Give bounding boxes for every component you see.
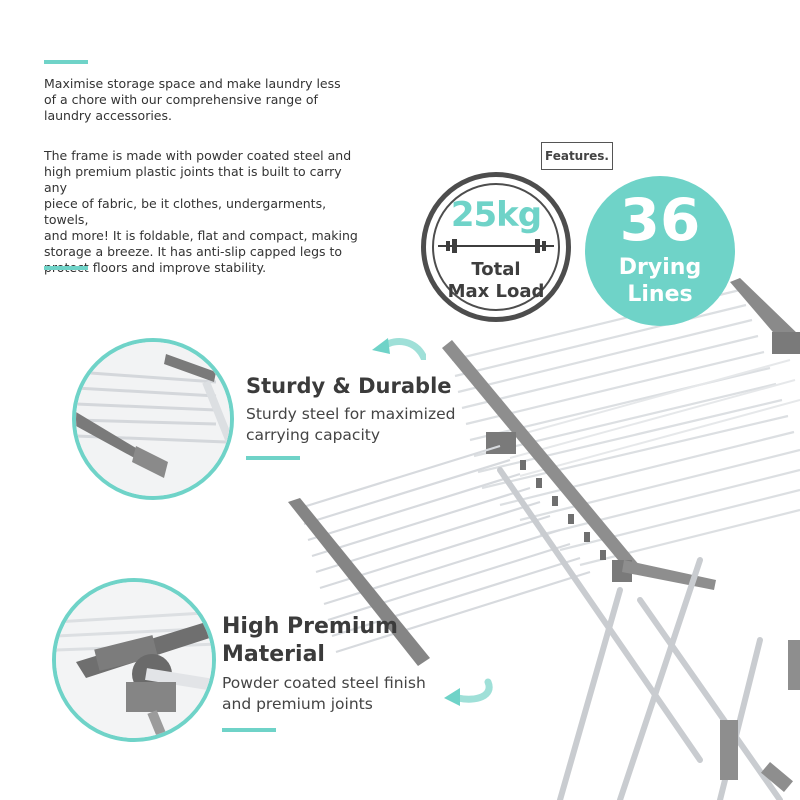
feature2-title-line: Material: [222, 642, 325, 667]
features-label: Features.: [541, 142, 613, 170]
feature1-desc-line: carrying capacity: [246, 426, 380, 444]
accent-bar-feature2: [222, 728, 276, 732]
material-detail-image: [52, 578, 216, 742]
accent-bar-feature1: [246, 456, 300, 460]
feature2-title: High Premium Material: [222, 613, 398, 669]
intro-line: Maximise storage space and make laundry …: [44, 76, 341, 91]
intro-line: and more! It is foldable, flat and compa…: [44, 228, 358, 243]
feature2-title-line: High Premium: [222, 614, 398, 639]
intro-line: The frame is made with powder coated ste…: [44, 148, 352, 163]
lines-value: 36: [619, 186, 701, 254]
bracket-middle: [442, 340, 640, 572]
drying-lines-badge: 36 Drying Lines: [585, 176, 735, 326]
intro-line: piece of fabric, be it clothes, undergar…: [44, 196, 327, 227]
rail-front: [288, 498, 430, 666]
intro-line: laundry accessories.: [44, 108, 172, 123]
load-label-line: Total: [471, 259, 521, 280]
sturdy-detail-image: [72, 338, 234, 500]
feature2-desc-line: and premium joints: [222, 695, 373, 713]
back-wing-wires: [451, 288, 800, 567]
end-cap-illustration: [76, 342, 230, 496]
intro-paragraph-2: The frame is made with powder coated ste…: [44, 148, 364, 276]
badge-inner-ring: [432, 183, 560, 311]
accent-bar-top: [44, 60, 88, 64]
joint-illustration: [56, 582, 212, 738]
max-load-badge: 25kg Total Max Load: [421, 172, 571, 322]
bracket-teeth: [520, 460, 606, 560]
load-label-line: Max Load: [447, 281, 545, 302]
lines-label-line: Drying: [618, 255, 702, 280]
feature1-desc: Sturdy steel for maximized carrying capa…: [246, 404, 466, 446]
barbell-icon: [438, 239, 554, 253]
feature2-desc-line: Powder coated steel finish: [222, 674, 426, 692]
arrow-left-icon: [444, 678, 493, 706]
feature2-desc: Powder coated steel finish and premium j…: [222, 673, 442, 715]
intro-paragraph-1: Maximise storage space and make laundry …: [44, 76, 374, 124]
load-label: Total Max Load: [426, 259, 566, 303]
intro-line: protect floors and improve stability.: [44, 260, 267, 275]
feature1-desc-line: Sturdy steel for maximized: [246, 405, 456, 423]
joint-middle: [486, 432, 516, 454]
front-wing-wires: [299, 444, 591, 654]
intro-line: of a chore with our comprehensive range …: [44, 92, 318, 107]
feature1-title: Sturdy & Durable: [246, 374, 452, 398]
arrow-left-icon: [372, 338, 426, 360]
intro-line: storage a breeze. It has anti-slip cappe…: [44, 244, 343, 259]
body-wires: [499, 359, 800, 477]
leg-caps: [720, 640, 800, 793]
arm-lower: [622, 560, 716, 590]
lines-label: Drying Lines: [585, 254, 735, 308]
intro-line: high premium plastic joints that is buil…: [44, 164, 342, 195]
joint-back: [772, 332, 800, 354]
load-value: 25kg: [450, 195, 542, 235]
lines-label-line: Lines: [627, 282, 693, 307]
accent-bar-intro-end: [44, 266, 88, 270]
